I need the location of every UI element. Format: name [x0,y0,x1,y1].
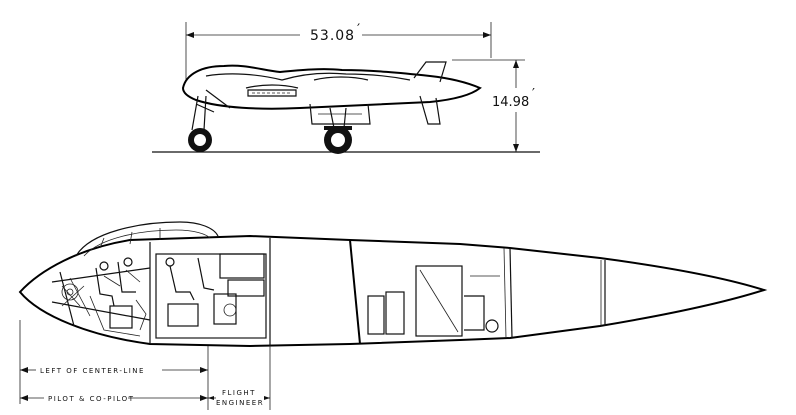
label-flight: FLIGHT [222,389,256,397]
length-value: 53.08 [310,28,355,44]
bulkhead-4 [509,247,513,339]
nose-landing-gear [188,89,231,152]
flight-engineer-station [155,253,267,339]
pilot-seats [95,257,147,331]
label-pilot-copilot: PILOT & CO-PILOT [48,395,134,403]
length-dimension: 53.08 ′ [185,22,492,80]
label-left-of-centerline: LEFT OF CENTER-LINE [40,367,145,375]
side-tail-fin [413,61,447,83]
nose-structure [51,267,151,337]
canopy-blister [75,221,219,257]
side-window-strip [247,89,297,97]
aft-cabin-equipment [367,265,500,337]
height-unit: ′ [532,87,535,102]
zone-dimensions: LEFT OF CENTER-LINE PILOT & CO-PILOT FLI… [19,320,271,410]
height-dimension: 14.98 ′ [452,59,535,152]
section-fuselage-outline [18,234,768,348]
bulkhead-3 [349,239,361,345]
section-view: LEFT OF CENTER-LINE PILOT & CO-PILOT FLI… [18,221,768,410]
length-unit: ′ [357,22,361,38]
side-fuselage [181,64,482,110]
height-value: 14.98 [492,95,529,110]
main-landing-gear [324,107,352,154]
side-view: 53.08 ′ 14.98 ′ [152,22,540,154]
label-engineer: ENGINEER [216,399,264,407]
